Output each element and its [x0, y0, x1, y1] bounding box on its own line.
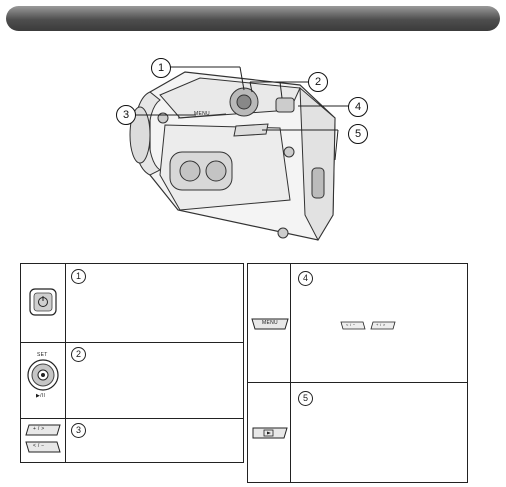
- row-divider: [21, 418, 243, 419]
- header-bar: [6, 6, 500, 31]
- camera-illustration: [125, 66, 352, 242]
- callout-2: 2: [308, 72, 328, 92]
- inline-minus-button-icon: [340, 321, 366, 330]
- play-pause-label: ▶/II: [36, 393, 46, 399]
- callout-3: 3: [116, 105, 136, 125]
- row-number-5: 5: [298, 391, 313, 406]
- row-divider: [21, 342, 243, 343]
- zoom-minus-label: < / −: [33, 443, 45, 449]
- callout-5: 5: [348, 124, 368, 144]
- row-number-4: 4: [298, 271, 313, 286]
- row-number-1: 1: [71, 269, 86, 284]
- left-icon-column: [21, 264, 66, 462]
- row-number-2: 2: [71, 347, 86, 362]
- set-joystick-icon: [27, 359, 59, 391]
- set-label: SET: [37, 352, 48, 358]
- camera-menu-label: MENU: [194, 111, 210, 117]
- zoom-plus-label: + / >: [33, 426, 45, 432]
- callout-1: 1: [151, 58, 171, 78]
- inline-plus-label: + / >: [376, 322, 386, 327]
- left-button-table: 1 SET ▶/II 2 + / > < / − 3: [20, 263, 244, 463]
- right-icon-column: [248, 264, 291, 482]
- power-button-icon: [29, 288, 57, 316]
- zoom-minus-button-icon: [25, 441, 61, 453]
- menu-button-icon: [251, 318, 289, 330]
- row-divider: [248, 382, 467, 383]
- row-number-3: 3: [71, 423, 86, 438]
- inline-plus-button-icon: [370, 321, 396, 330]
- inline-minus-label: < / −: [346, 322, 356, 327]
- callout-4: 4: [348, 97, 368, 117]
- right-button-table: MENU 4 < / − + / > 5: [247, 263, 468, 483]
- zoom-plus-button-icon: [25, 424, 61, 436]
- playback-button-icon: [252, 427, 288, 439]
- menu-label: MENU: [262, 320, 278, 326]
